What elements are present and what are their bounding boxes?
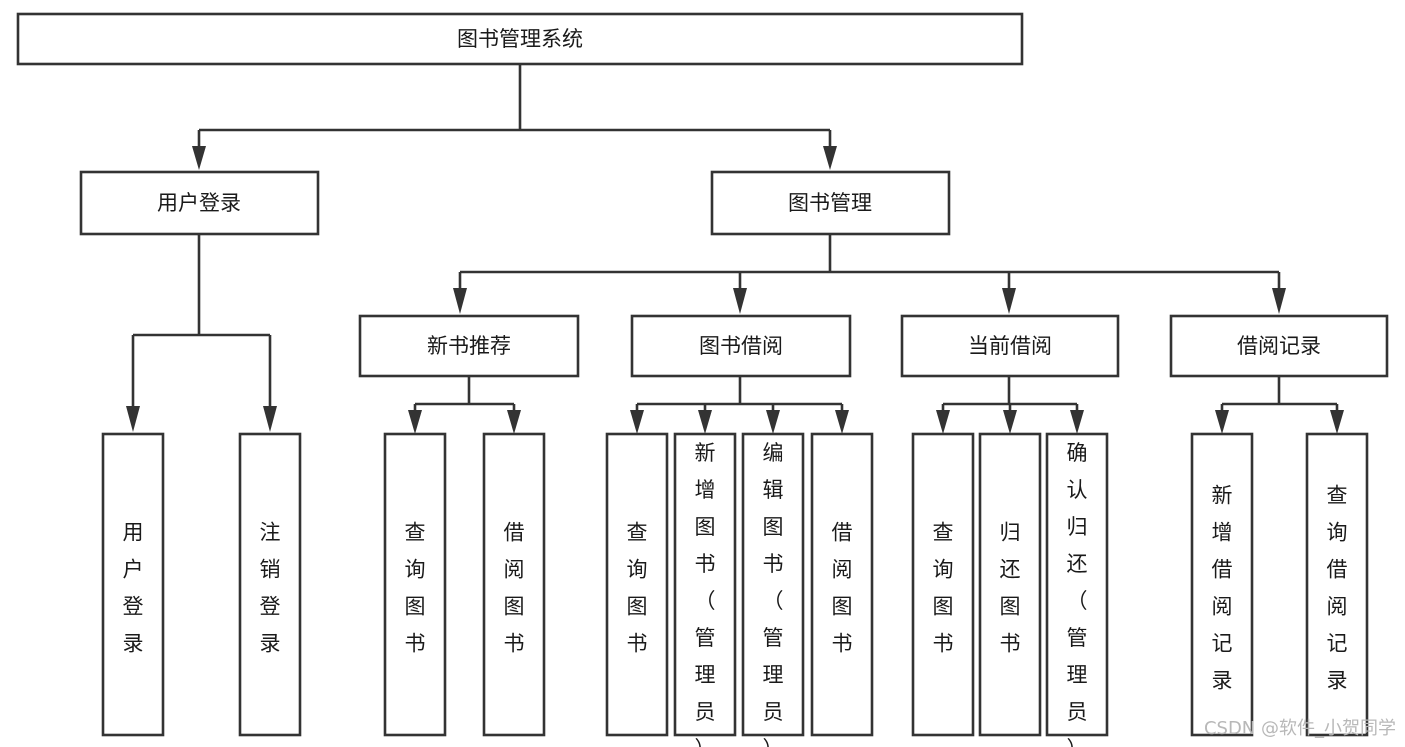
node-current[interactable]: 当前借阅 [900, 314, 1120, 378]
arrow-head-icon [1003, 410, 1017, 434]
node-borrow[interactable]: 图书借阅 [630, 314, 852, 378]
node-record[interactable]: 借阅记录 [1169, 314, 1389, 378]
node-leaf-record-add[interactable]: 新增借阅记录 [1190, 432, 1254, 737]
node-bookmgmt-label: 图书管理 [788, 191, 872, 215]
node-leaf-user-logout[interactable]: 注销登录 [238, 432, 302, 737]
node-root-box[interactable] [16, 12, 1024, 66]
node-leaf-borrow-lend-label: 借阅图书 [832, 520, 853, 655]
node-leaf-current-return[interactable]: 归还图书 [978, 432, 1042, 737]
node-leaf-record-add-box[interactable] [1190, 432, 1254, 737]
arrow-head-icon [630, 410, 644, 434]
node-record-label: 借阅记录 [1237, 334, 1321, 358]
node-leaf-user-login-box[interactable] [101, 432, 165, 737]
node-current-box[interactable] [900, 314, 1120, 378]
node-leaf-record-query-label: 查询借阅记录 [1327, 483, 1348, 692]
node-newbook-label: 新书推荐 [427, 334, 511, 358]
node-newbook-box[interactable] [358, 314, 580, 378]
arrow-head-icon [1002, 288, 1016, 314]
node-leaf-new-query-box[interactable] [383, 432, 447, 737]
arrow-head-icon [507, 410, 521, 434]
node-leaf-current-confirm-label: 确认归还（管理员） [1067, 441, 1088, 747]
arrow-head-icon [1330, 410, 1344, 434]
node-root[interactable]: 图书管理系统 [16, 12, 1024, 66]
node-leaf-user-login-label: 用户登录 [123, 520, 144, 655]
arrow-head-icon [192, 146, 206, 170]
node-current-label: 当前借阅 [968, 334, 1052, 358]
node-leaf-new-query-label: 查询图书 [405, 520, 426, 655]
node-leaf-current-query-box[interactable] [911, 432, 975, 737]
node-bookmgmt[interactable]: 图书管理 [710, 170, 951, 236]
connector-layer [126, 64, 1344, 434]
node-leaf-new-borrow[interactable]: 借阅图书 [482, 432, 546, 737]
arrow-head-icon [1070, 410, 1084, 434]
arrow-head-icon [733, 288, 747, 314]
arrow-head-icon [823, 146, 837, 170]
node-leaf-borrow-edit-box[interactable] [741, 432, 805, 737]
node-leaf-borrow-query-box[interactable] [605, 432, 669, 737]
node-leaf-record-query-box[interactable] [1305, 432, 1369, 737]
node-leaf-user-logout-box[interactable] [238, 432, 302, 737]
node-leaf-current-return-label: 归还图书 [1000, 520, 1021, 655]
node-login[interactable]: 用户登录 [79, 170, 320, 236]
node-root-label: 图书管理系统 [457, 27, 583, 51]
node-leaf-record-add-label: 新增借阅记录 [1212, 483, 1233, 692]
node-newbook[interactable]: 新书推荐 [358, 314, 580, 378]
node-leaf-new-borrow-box[interactable] [482, 432, 546, 737]
node-borrow-label: 图书借阅 [699, 334, 783, 358]
node-leaf-borrow-query-label: 查询图书 [627, 520, 648, 655]
arrow-head-icon [408, 410, 422, 434]
node-login-label: 用户登录 [157, 191, 241, 215]
node-leaf-current-query-label: 查询图书 [933, 520, 954, 655]
node-leaf-current-query[interactable]: 查询图书 [911, 432, 975, 737]
node-leaf-borrow-edit-label: 编辑图书（管理员） [763, 441, 784, 747]
node-record-box[interactable] [1169, 314, 1389, 378]
arrow-head-icon [766, 410, 780, 434]
node-leaf-user-logout-label: 注销登录 [260, 520, 281, 655]
node-leaf-borrow-add-label: 新增图书（管理员） [695, 441, 716, 747]
node-leaf-borrow-add[interactable]: 新增图书（管理员） [673, 432, 737, 747]
arrow-head-icon [1215, 410, 1229, 434]
node-leaf-borrow-edit[interactable]: 编辑图书（管理员） [741, 432, 805, 747]
arrow-head-icon [1272, 288, 1286, 314]
node-leaf-borrow-lend[interactable]: 借阅图书 [810, 432, 874, 737]
node-bookmgmt-box[interactable] [710, 170, 951, 236]
arrow-head-icon [698, 410, 712, 434]
node-leaf-borrow-add-box[interactable] [673, 432, 737, 737]
node-borrow-box[interactable] [630, 314, 852, 378]
arrow-head-icon [263, 406, 277, 432]
watermark: CSDN @软件_小贺同学 [1204, 718, 1396, 739]
node-leaf-current-return-box[interactable] [978, 432, 1042, 737]
node-leaf-new-query[interactable]: 查询图书 [383, 432, 447, 737]
node-leaf-current-confirm[interactable]: 确认归还（管理员） [1045, 432, 1109, 747]
node-leaf-borrow-query[interactable]: 查询图书 [605, 432, 669, 737]
node-leaf-new-borrow-label: 借阅图书 [504, 520, 525, 655]
node-leaf-record-query[interactable]: 查询借阅记录 [1305, 432, 1369, 737]
arrow-head-icon [835, 410, 849, 434]
arrow-head-icon [126, 406, 140, 432]
arrow-head-icon [453, 288, 467, 314]
node-leaf-current-confirm-box[interactable] [1045, 432, 1109, 737]
node-login-box[interactable] [79, 170, 320, 236]
node-leaf-borrow-lend-box[interactable] [810, 432, 874, 737]
node-leaf-user-login[interactable]: 用户登录 [101, 432, 165, 737]
arrow-head-icon [936, 410, 950, 434]
